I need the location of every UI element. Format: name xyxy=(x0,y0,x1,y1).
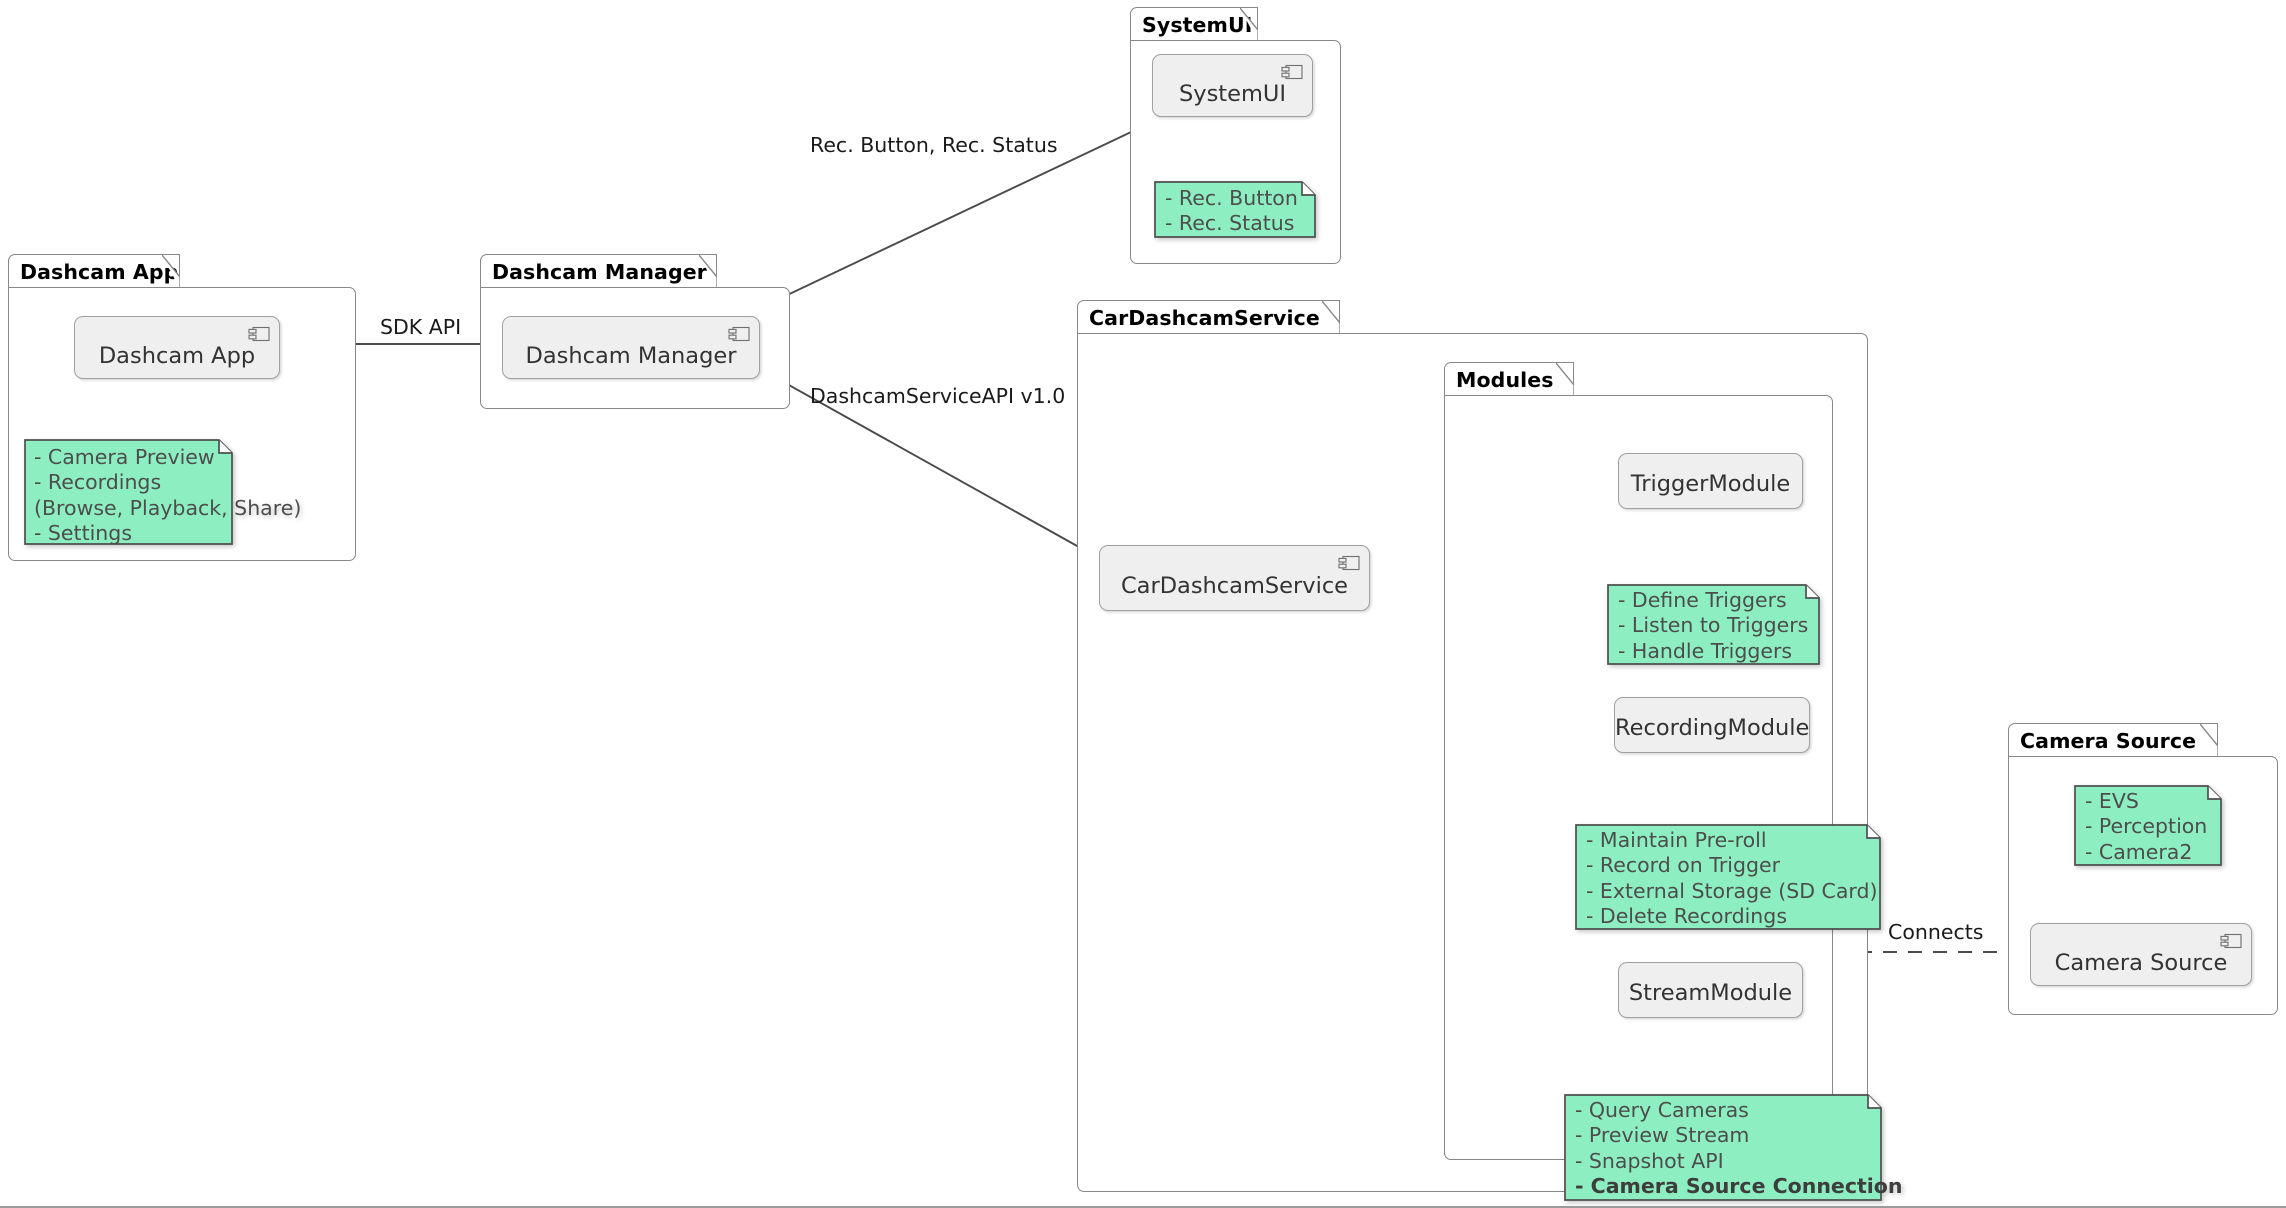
package-label: Dashcam Manager xyxy=(492,260,707,284)
component-label: SystemUI xyxy=(1178,81,1286,107)
component-label: CarDashcamService xyxy=(1120,573,1349,599)
component-icon xyxy=(1338,555,1360,571)
note-shape xyxy=(1575,824,1881,930)
edge-label-sdk-api: SDK API xyxy=(380,315,462,339)
package-tab: Modules xyxy=(1444,362,1574,397)
package-dashcam-app[interactable]: Dashcam App Dashcam App - Camera Preview… xyxy=(8,254,356,561)
note-line: - Listen to Triggers xyxy=(1618,613,1809,638)
note-dashcam-app: - Camera Preview - Recordings (Browse, P… xyxy=(21,436,301,548)
package-systemui[interactable]: SystemUI SystemUI - Rec. Button - Rec. S… xyxy=(1130,7,1341,264)
note-line: - Query Cameras xyxy=(1575,1098,1749,1122)
note-line: - Delete Recordings xyxy=(1586,904,1787,929)
note-line: - Perception xyxy=(2085,814,2208,839)
note-text: - Query Cameras - Preview Stream - Snaps… xyxy=(1575,1098,1903,1200)
note-text: - Define Triggers - Listen to Triggers -… xyxy=(1618,588,1808,664)
package-tab: SystemUI xyxy=(1130,7,1258,42)
package-tab-slant xyxy=(699,255,717,289)
package-label: Modules xyxy=(1456,368,1554,392)
note-text: - EVS - Perception - Camera2 xyxy=(2085,789,2207,865)
edge-label-rec-button-status: Rec. Button, Rec. Status xyxy=(810,133,1058,157)
note-line: - Recordings xyxy=(34,470,162,495)
package-tab-slant xyxy=(2200,724,2218,758)
note-systemui: - Rec. Button - Rec. Status xyxy=(1152,179,1319,241)
package-tab-slant xyxy=(1322,301,1340,335)
note-line: - Camera2 xyxy=(2085,839,2193,864)
component-cardashcamservice[interactable]: CarDashcamService xyxy=(1099,545,1370,611)
note-line: - Record on Trigger xyxy=(1586,853,1781,878)
note-shape xyxy=(1564,1094,1882,1201)
component-label: Dashcam App xyxy=(98,343,256,369)
note-line: - Camera Source Connection xyxy=(1575,1174,1903,1199)
component-camera-source[interactable]: Camera Source xyxy=(2030,923,2252,986)
package-tab-slant xyxy=(1240,8,1258,42)
note-shape xyxy=(1607,584,1820,665)
package-tab-slant xyxy=(162,255,180,289)
component-streammodule[interactable]: StreamModule xyxy=(1618,962,1803,1018)
edge-label-dashcamserviceapi: DashcamServiceAPI v1.0 xyxy=(810,384,1066,408)
package-body xyxy=(1444,395,1833,1160)
component-label: Camera Source xyxy=(2054,950,2228,976)
component-recordingmodule[interactable]: RecordingModule xyxy=(1614,697,1810,753)
note-line: - Preview Stream xyxy=(1575,1123,1750,1148)
package-label: SystemUI xyxy=(1142,13,1253,37)
package-label: Camera Source xyxy=(2020,729,2197,753)
note-text: - Rec. Button - Rec. Status xyxy=(1165,186,1298,237)
component-dashcam-app[interactable]: Dashcam App xyxy=(74,316,280,379)
note-camera-source: - EVS - Perception - Camera2 xyxy=(2072,783,2225,869)
bottom-divider xyxy=(0,1206,2286,1208)
note-line: - Camera Preview xyxy=(34,445,215,469)
package-tab: Dashcam App xyxy=(8,254,180,289)
note-text: - Maintain Pre-roll - Record on Trigger … xyxy=(1586,828,1877,930)
note-line: - Maintain Pre-roll xyxy=(1586,828,1767,852)
note-line: - Rec. Status xyxy=(1165,211,1295,236)
note-line: - Define Triggers xyxy=(1618,588,1787,612)
component-systemui[interactable]: SystemUI xyxy=(1152,54,1313,117)
note-streammodule: - Query Cameras - Preview Stream - Snaps… xyxy=(1562,1092,1903,1204)
note-triggermodule: - Define Triggers - Listen to Triggers -… xyxy=(1605,582,1823,668)
note-shape xyxy=(2074,785,2222,866)
component-label: Dashcam Manager xyxy=(525,343,737,369)
package-cardashcamservice[interactable]: CarDashcamService CarDashcamService Modu… xyxy=(1077,300,1903,1201)
component-label: TriggerModule xyxy=(1630,471,1791,497)
note-line: - Handle Triggers xyxy=(1618,638,1793,663)
package-label: CarDashcamService xyxy=(1089,306,1320,330)
package-tab: Dashcam Manager xyxy=(480,254,717,289)
package-tab: CarDashcamService xyxy=(1077,300,1340,335)
note-shape xyxy=(24,439,233,545)
note-line: - External Storage (SD Card) xyxy=(1586,878,1878,903)
component-icon xyxy=(728,326,750,342)
component-icon xyxy=(2220,933,2242,949)
note-text: - Camera Preview - Recordings (Browse, P… xyxy=(34,445,301,547)
package-modules[interactable]: Modules TriggerModule - Define Triggers … xyxy=(1444,362,1903,1201)
note-line: - Rec. Button xyxy=(1165,186,1298,210)
note-line: - Settings xyxy=(34,521,132,546)
component-triggermodule[interactable]: TriggerModule xyxy=(1618,453,1803,509)
note-line: - Snapshot API xyxy=(1575,1148,1724,1173)
note-line: (Browse, Playback, Share) xyxy=(34,495,302,520)
package-camera-source[interactable]: Camera Source - EVS - Perception - Camer… xyxy=(2008,723,2278,1015)
package-label: Dashcam App xyxy=(20,260,179,284)
package-tab-slant xyxy=(1556,363,1574,397)
note-shape xyxy=(1154,181,1316,238)
note-line: - EVS xyxy=(2085,789,2139,813)
component-label: RecordingModule xyxy=(1615,715,1810,741)
note-recordingmodule: - Maintain Pre-roll - Record on Trigger … xyxy=(1573,822,1884,933)
component-label: StreamModule xyxy=(1628,980,1793,1006)
edge-label-connects: Connects xyxy=(1888,920,1984,944)
package-dashcam-manager[interactable]: Dashcam Manager Dashcam Manager xyxy=(480,254,790,409)
component-icon xyxy=(248,326,270,342)
component-dashcam-manager[interactable]: Dashcam Manager xyxy=(502,316,760,379)
component-icon xyxy=(1281,64,1303,80)
package-tab: Camera Source xyxy=(2008,723,2218,758)
